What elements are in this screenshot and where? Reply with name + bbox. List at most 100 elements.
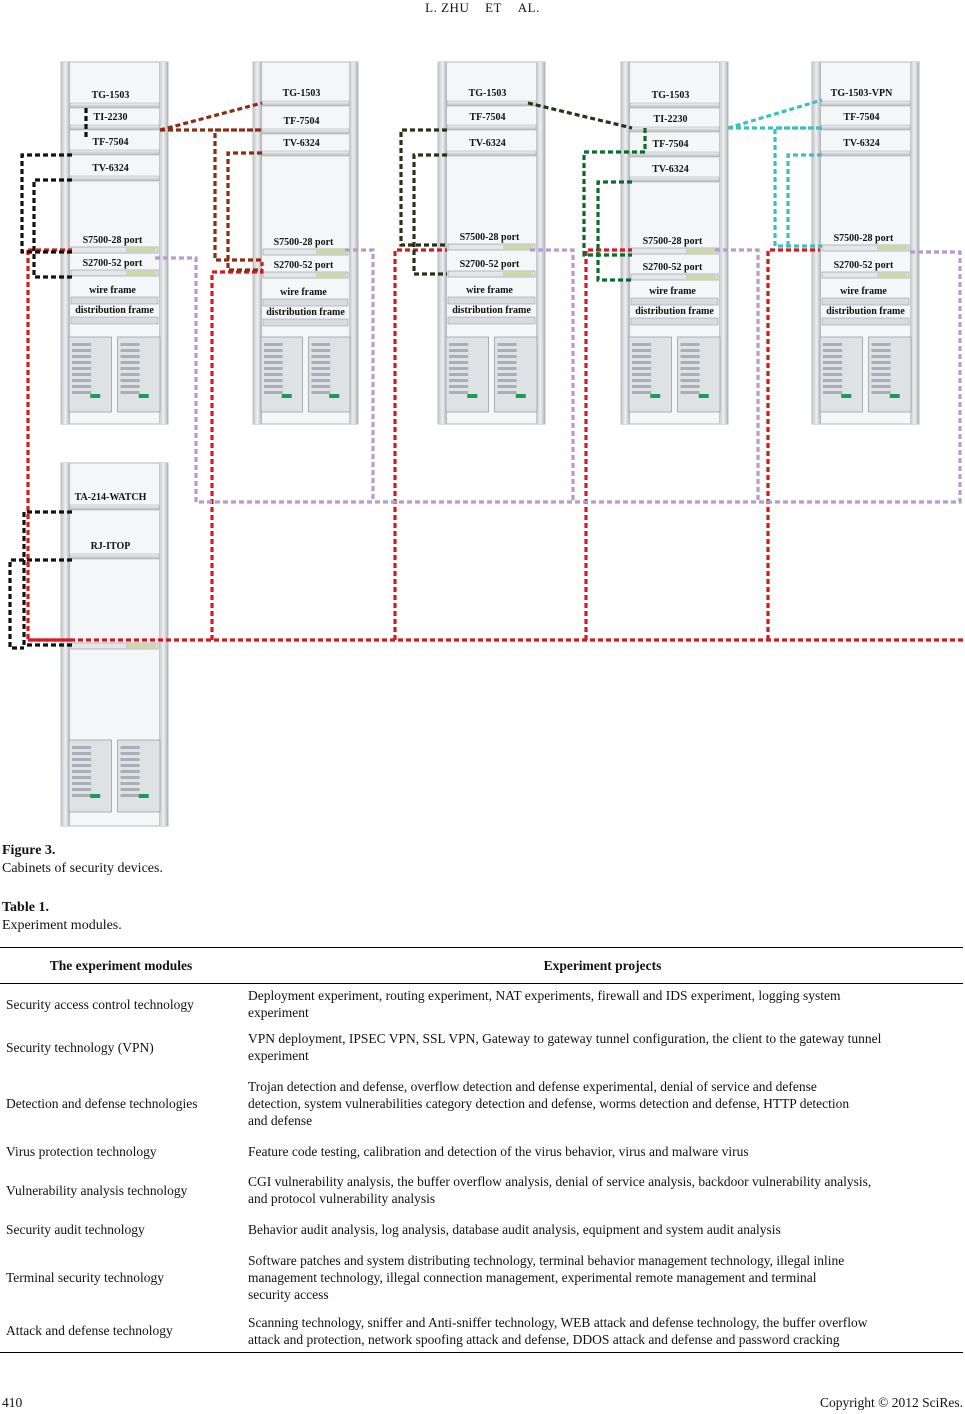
device-label: TG-1503 [92,90,130,101]
wire-frame-label: wire frame [89,285,136,296]
projects-cell: CGI vulnerability analysis, the buffer o… [242,1166,963,1214]
device-shelf [69,553,160,560]
switch-ports [630,273,719,281]
black-cable [32,178,72,279]
rack-rail [621,62,630,424]
olive-cable [527,101,633,130]
device-label: TV-6324 [92,163,128,174]
black-cable [22,510,72,647]
figure-caption: Figure 3. Cabinets of security devices. [2,842,163,878]
cyan-cable [773,126,822,248]
switch-label: S7500-28 port [643,236,703,247]
switch-label: S7500-28 port [83,235,143,246]
status-led [329,394,340,398]
projects-line: Trojan detection and defense, overflow d… [248,1078,817,1094]
device-label: TA-214-WATCH [75,492,147,503]
device-shelf [69,124,160,131]
table-caption: Table 1. Experiment modules. [2,899,122,935]
switch-ports [262,271,349,279]
projects-line: and protocol vulnerability analysis [248,1191,436,1206]
cable-group [8,98,964,650]
module-cell: Attack and defense technology [0,1310,242,1353]
projects-cell: Behavior audit analysis, log analysis, d… [242,1214,963,1244]
projects-line: management technology, illegal connectio… [248,1269,817,1285]
projects-line: Feature code testing, calibration and de… [248,1143,749,1159]
projects-line: security access [248,1286,329,1302]
olive-cable [412,153,447,276]
device-label: TV-6324 [652,164,688,175]
status-led [698,394,709,398]
switch-label: S2700-52 port [274,260,334,271]
device-label: TG-1503-VPN [831,88,893,99]
switch-ports [821,244,910,252]
status-led [841,394,852,398]
figure-caption-title: Figure 3. [2,843,56,858]
rack-rail [159,62,168,424]
switch-label: S2700-52 port [643,262,703,273]
cyan-cable [786,153,822,246]
rack-rail [438,62,447,424]
status-led [90,394,101,398]
table-row: Security technology (VPN)VPN deployment,… [0,1024,963,1070]
switch-label: S7500-28 port [834,233,894,244]
status-led [515,394,526,398]
projects-cell: Software patches and system distributing… [242,1244,963,1310]
table-header-row: The experiment modules Experiment projec… [0,947,963,984]
device-shelf [446,150,537,157]
device-label: TG-1503 [283,88,321,99]
wire-frame-panel [447,296,536,305]
status-led [467,394,478,398]
brown-cable [160,128,262,262]
brown-cable [226,151,262,272]
switch-ports [821,271,910,279]
status-led [650,394,661,398]
wire-frame-panel [262,298,349,307]
projects-line: Software patches and system distributing… [248,1252,845,1268]
rack-rail [61,62,70,424]
wire-frame-panel [821,297,910,306]
copyright: Copyright © 2012 SciRes. [819,1395,963,1410]
wire-frame-label: wire frame [280,287,327,298]
device-label: TF-7504 [469,112,505,123]
projects-line: detection, system vulnerabilities catego… [248,1095,850,1111]
wire-frame-label: wire frame [840,286,887,297]
module-cell: Detection and defense technologies [6,1095,198,1111]
lilac-cable [155,250,962,504]
projects-line: CGI vulnerability analysis, the buffer o… [248,1174,872,1189]
module-cell: Security access control technology [6,996,194,1012]
distribution-frame-panel [262,318,349,327]
distribution-frame-label: distribution frame [635,306,714,317]
rack-rail [61,463,70,826]
projects-cell: Feature code testing, calibration and de… [242,1136,963,1166]
status-led [889,394,900,398]
wire-frame-panel [630,297,719,306]
author-name: L. ZHU [425,0,470,15]
author-et: ET [485,0,502,15]
switch-label: S2700-52 port [460,259,520,270]
distribution-frame-label: distribution frame [452,305,531,316]
device-shelf [261,100,350,107]
distribution-frame-label: distribution frame [826,306,905,317]
figure-caption-text: Cabinets of security devices. [2,861,163,876]
status-led [90,794,101,798]
lilac-cable [715,248,760,502]
projects-line: attack and protection, network spoofing … [248,1331,840,1347]
red-cable [584,248,632,640]
projects-cell: VPN deployment, IPSEC VPN, SSL VPN, Gate… [242,1024,963,1070]
switch-label: S7500-28 port [274,237,334,248]
black-cable [20,153,72,254]
device-shelf [69,504,160,511]
device-shelf [261,150,350,157]
table-row: Virus protection technology Feature code … [0,1136,963,1166]
device-label: TV-6324 [469,138,505,149]
olive-cable [399,128,447,247]
table-caption-text: Experiment modules. [2,918,122,933]
rack-rail [910,62,919,424]
module-cell: Security audit technology [6,1221,145,1237]
module-cell: Virus protection technology [6,1143,157,1159]
device-shelf [629,102,720,109]
